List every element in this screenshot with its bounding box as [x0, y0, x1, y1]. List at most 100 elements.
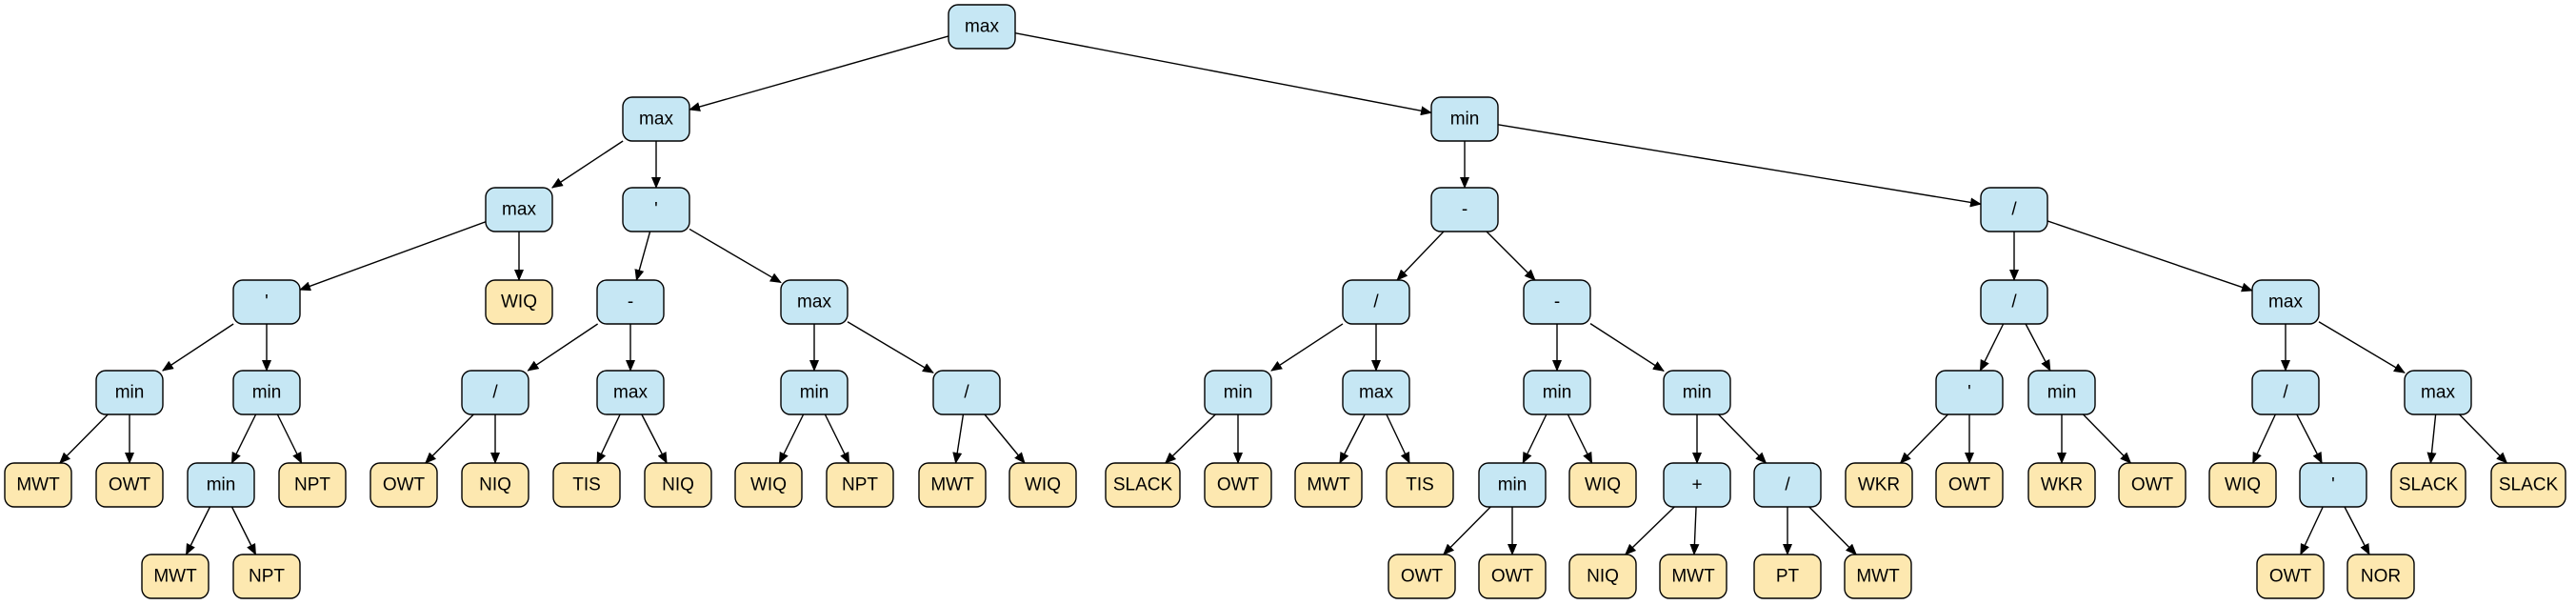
node-label: MWT — [930, 475, 974, 495]
node-box — [2118, 462, 2187, 508]
node-label: WIQ — [501, 292, 537, 313]
terminal-node-n50: WKR — [1845, 462, 1913, 508]
terminal-node-n9: WIQ — [485, 279, 553, 325]
operator-node-n13: - — [1523, 279, 1591, 325]
operator-node-n11: max — [780, 279, 849, 325]
node-box — [1980, 187, 2048, 232]
node-box — [1105, 462, 1181, 508]
edge-n21-n40 — [952, 413, 965, 464]
node-box — [2299, 462, 2367, 508]
terminal-node-n36: TIS — [552, 462, 621, 508]
node-box — [1753, 462, 1822, 508]
operator-node-n10: - — [596, 279, 665, 325]
terminal-node-n39: NPT — [826, 462, 894, 508]
node-box — [1659, 554, 1727, 599]
node-box — [2346, 554, 2415, 599]
node-label: MWT — [1856, 567, 1900, 587]
node-box — [1568, 462, 1637, 508]
node-label: max — [2268, 292, 2303, 313]
operator-node-n22: min — [1204, 370, 1272, 415]
node-label: / — [964, 383, 969, 403]
operator-node-n27: min — [2027, 370, 2096, 415]
node-box — [1663, 462, 1731, 508]
terminal-node-n66: OWT — [2256, 554, 2325, 599]
edge-n55-n66 — [2300, 506, 2324, 555]
edge-n1-n3 — [1014, 32, 1432, 116]
node-label: OWT — [109, 475, 151, 495]
node-label: MWT — [16, 475, 60, 495]
node-box — [278, 462, 347, 508]
terminal-node-n44: MWT — [1294, 462, 1363, 508]
operator-node-n46: min — [1478, 462, 1547, 508]
node-label: + — [1691, 475, 1702, 495]
terminal-node-n34: OWT — [369, 462, 438, 508]
terminal-node-n62: NIQ — [1568, 554, 1637, 599]
node-box — [4, 462, 72, 508]
operator-node-n6: - — [1430, 187, 1499, 232]
operator-node-n24: min — [1523, 370, 1591, 415]
node-box — [1663, 370, 1731, 415]
node-label: WIQ — [2225, 475, 2261, 495]
node-box — [461, 370, 529, 415]
node-box — [1935, 370, 2004, 415]
node-label: NIQ — [1587, 567, 1619, 587]
node-box — [95, 370, 164, 415]
terminal-node-n43: OWT — [1204, 462, 1272, 508]
node-box — [2490, 462, 2566, 508]
edge-n18-n34 — [425, 413, 474, 464]
node-label: OWT — [1948, 475, 1991, 495]
node-label: min — [1683, 383, 1712, 403]
edge-n22-n42 — [1164, 413, 1216, 464]
node-label: OWT — [383, 475, 426, 495]
node-label: - — [1462, 200, 1468, 220]
node-label: OWT — [2131, 475, 2174, 495]
operator-node-n12: / — [1342, 279, 1410, 325]
node-box — [780, 279, 849, 325]
terminal-node-n63: MWT — [1659, 554, 1727, 599]
node-label: SLACK — [1113, 475, 1173, 495]
operator-node-n23: max — [1342, 370, 1410, 415]
node-label: OWT — [2269, 567, 2312, 587]
node-box — [485, 187, 553, 232]
node-label: OWT — [1491, 567, 1534, 587]
terminal-node-n51: OWT — [1935, 462, 2004, 508]
operator-node-n17: min — [232, 370, 301, 415]
edge-n4-n8 — [299, 221, 487, 292]
operator-node-n29: max — [2404, 370, 2472, 415]
node-label: PT — [1776, 567, 1800, 587]
operator-node-n15: max — [2251, 279, 2320, 325]
operator-node-n21: / — [932, 370, 1001, 415]
node-label: min — [1224, 383, 1253, 403]
node-box — [1844, 554, 1912, 599]
edge-n6-n12 — [1396, 231, 1445, 281]
node-box — [2404, 370, 2472, 415]
edge-n19-n37 — [641, 413, 668, 464]
operator-node-n28: / — [2251, 370, 2320, 415]
edge-n20-n38 — [778, 413, 805, 464]
node-box — [1294, 462, 1363, 508]
node-box — [1935, 462, 2004, 508]
node-box — [485, 279, 553, 325]
terminal-node-n58: MWT — [141, 554, 210, 599]
node-label: min — [115, 383, 145, 403]
node-label: min — [1543, 383, 1572, 403]
node-box — [232, 279, 301, 325]
terminal-node-n38: WIQ — [734, 462, 803, 508]
node-label: SLACK — [2499, 475, 2559, 495]
node-box — [187, 462, 255, 508]
edge-n29-n56 — [2426, 413, 2437, 464]
edge-n24-n47 — [1567, 413, 1593, 464]
node-box — [1342, 279, 1410, 325]
edge-n26-n50 — [1899, 413, 1948, 464]
terminal-node-n67: NOR — [2346, 554, 2415, 599]
edge-n46-n60 — [1443, 506, 1491, 555]
edge-n24-n46 — [1522, 413, 1548, 464]
operator-node-n4: max — [485, 187, 553, 232]
node-box — [232, 554, 301, 599]
node-label: / — [492, 383, 498, 403]
edge-n15-n29 — [2318, 321, 2406, 373]
operator-node-n18: / — [461, 370, 529, 415]
edge-n17-n33 — [276, 413, 303, 464]
node-label: NPT — [249, 567, 285, 587]
node-box — [1753, 554, 1822, 599]
